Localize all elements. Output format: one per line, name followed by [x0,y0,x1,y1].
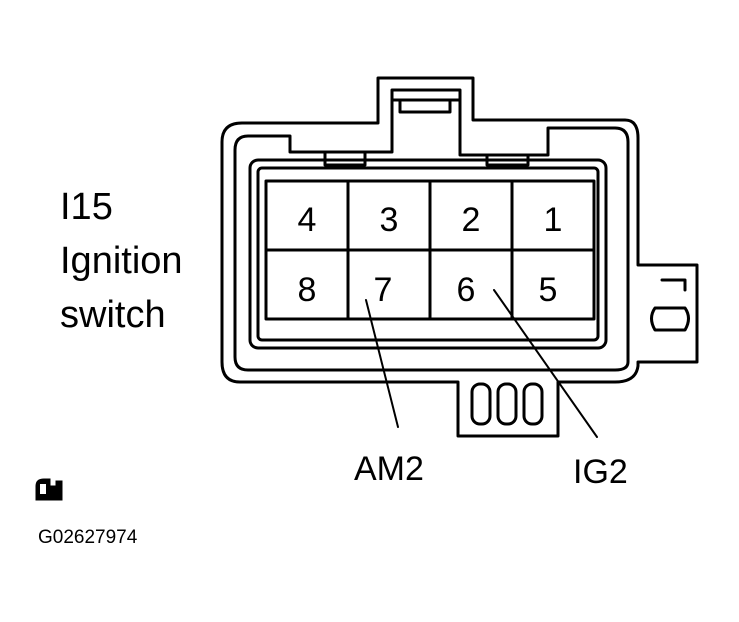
callout-am2: AM2 [354,450,424,488]
housing-inner-outline [233,88,630,372]
pin-label: 7 [374,271,393,309]
connector-name-line2: switch [60,294,166,336]
leader-ig2 [493,289,598,438]
pin-label: 4 [298,201,317,239]
callout-ig2: IG2 [573,453,628,491]
lock-slot-1 [470,382,492,426]
lock-slot-2 [496,382,518,426]
figure-code: G02627974 [38,527,138,548]
side-tab-groove [660,278,687,292]
connector-name-line1: Ignition [60,240,183,282]
pin-label: 2 [462,201,481,239]
housing-outline [220,76,699,438]
pin-label: 3 [380,201,399,239]
connector-id: I15 [60,186,113,228]
latch [390,98,462,114]
pin-label: 6 [457,271,476,309]
pin-label: 5 [539,271,558,309]
pin-label: 8 [298,271,317,309]
connector-symbol-icon [35,478,63,501]
cavity-inner [256,166,600,342]
cavity-frame [248,158,608,350]
pin-label: 1 [544,201,563,239]
top-steps [323,150,530,167]
leader-am2 [365,299,399,428]
lock-slot-3 [522,382,544,426]
side-tab [650,306,690,332]
